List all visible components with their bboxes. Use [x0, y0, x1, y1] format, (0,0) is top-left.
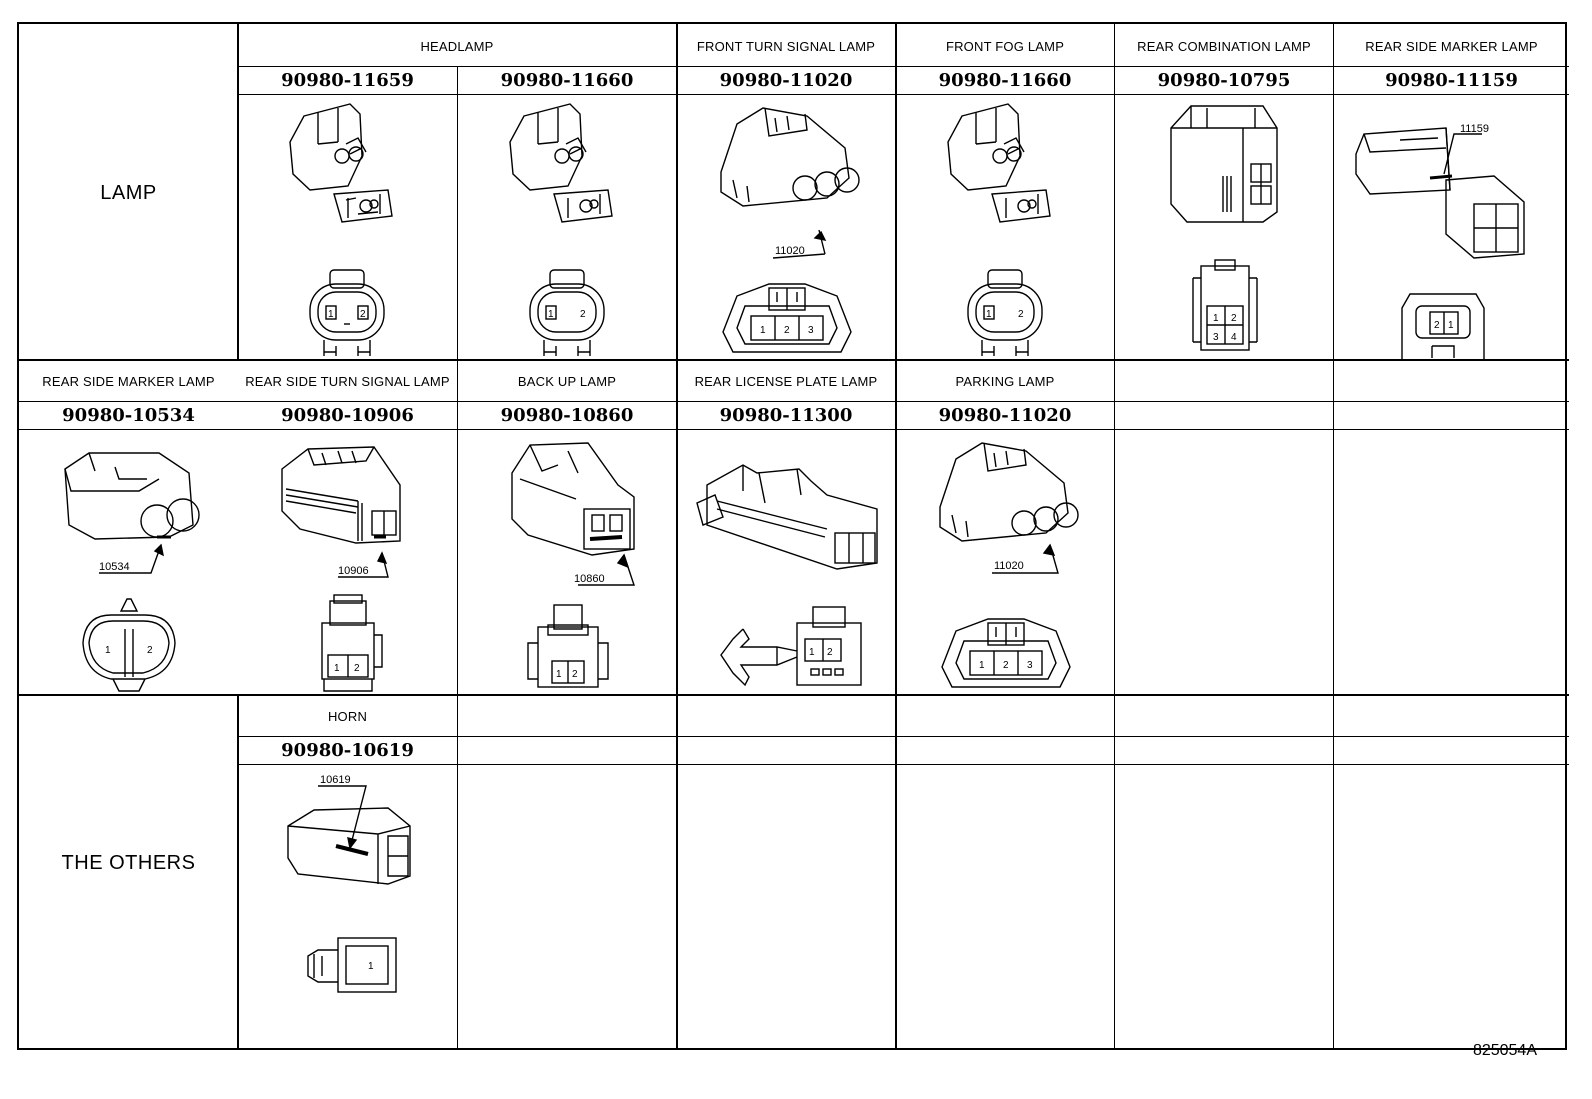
callout-label: 11020	[775, 245, 805, 257]
row3-part-divider	[238, 764, 1569, 765]
part-number: 90980-11159	[1385, 70, 1518, 91]
others-name-horn: HORN	[327, 709, 368, 724]
pin-label: 2	[1231, 313, 1237, 324]
pin-label: 2	[1003, 660, 1009, 671]
part-number: 90980-11020	[719, 70, 853, 91]
lamp-name-front-turn-signal: FRONT TURN SIGNAL LAMP	[696, 39, 876, 54]
pin-label: 4	[1231, 332, 1237, 343]
part-number: 90980-11659	[281, 70, 414, 91]
col-divider-4	[895, 24, 897, 1050]
row2-name-divider	[19, 401, 1569, 402]
lamp-name-rear-combination: REAR COMBINATION LAMP	[1137, 39, 1311, 54]
part-number: 90980-10860	[500, 405, 634, 426]
row2-part-divider	[19, 429, 1569, 430]
col-divider-3	[676, 24, 678, 1050]
pin-label: 2	[784, 325, 790, 336]
pin-label: 2	[1434, 320, 1440, 331]
callout-label: 11159	[1460, 123, 1489, 135]
col-divider-6	[1333, 24, 1334, 1050]
pin-label: 2	[827, 647, 833, 658]
pin-label: 1	[368, 961, 374, 972]
pin-label: 3	[1027, 660, 1033, 671]
pin-label: 2	[1018, 309, 1024, 320]
connector-chart-table: LAMP THE OTHERS HEADLAMP FRONT TURN SIGN…	[17, 22, 1569, 1050]
row3-name-divider	[238, 736, 1569, 737]
callout-label: 10860	[574, 573, 605, 585]
pin-label: 1	[548, 309, 554, 320]
part-number: 90980-11660	[938, 70, 1072, 91]
callout-label: 10619	[320, 774, 351, 786]
pin-label: 2	[360, 309, 366, 320]
pin-label: 2	[354, 663, 360, 674]
pin-label: 2	[572, 669, 578, 680]
pin-label: 1	[105, 645, 111, 656]
part-number: 90980-11300	[719, 405, 853, 426]
pin-label: 1	[760, 325, 766, 336]
callout-label: 11020	[994, 560, 1024, 572]
pin-label: 1	[809, 647, 815, 658]
category-divider-others	[237, 694, 239, 1050]
category-the-others: THE OTHERS	[61, 852, 196, 874]
lamp-name-back-up: BACK UP LAMP	[517, 374, 617, 389]
callout-label: 10906	[338, 565, 369, 577]
pin-label: 1	[979, 660, 985, 671]
col-divider-r1-headlamp	[457, 66, 458, 360]
col-divider-5	[1114, 24, 1115, 1050]
part-number: 90980-10619	[281, 740, 414, 761]
figure-id: 825054A	[1472, 1042, 1537, 1059]
category-divider-lamp	[237, 24, 239, 360]
lamp-name-rear-side-marker: REAR SIDE MARKER LAMP	[1365, 39, 1538, 54]
category-lamp: LAMP	[100, 182, 157, 204]
callout-label: 10534	[99, 561, 130, 573]
lamp-name-rear-side-turn-signal: REAR SIDE TURN SIGNAL LAMP	[245, 374, 450, 389]
row1-bottom-border	[19, 359, 1569, 361]
pin-label: 1	[556, 669, 562, 680]
lamp-name-headlamp: HEADLAMP	[420, 39, 494, 54]
part-number: 90980-11020	[938, 405, 1072, 426]
part-number: 90980-11660	[500, 70, 634, 91]
pin-label: 2	[580, 309, 586, 320]
pin-label: 1	[986, 309, 992, 320]
lamp-name-rear-side-marker: REAR SIDE MARKER LAMP	[42, 374, 215, 389]
row2-bottom-border	[19, 694, 1569, 696]
pin-label: 2	[147, 645, 153, 656]
pin-label: 3	[1213, 332, 1219, 343]
col-divider-r2-r3-col2	[457, 359, 458, 1050]
pin-label: 1	[328, 309, 334, 320]
part-number: 90980-10906	[281, 405, 414, 426]
lamp-name-rear-license-plate: REAR LICENSE PLATE LAMP	[694, 374, 878, 389]
pin-label: 1	[1213, 313, 1219, 324]
pin-label: 1	[334, 663, 340, 674]
lamp-name-front-fog: FRONT FOG LAMP	[945, 39, 1065, 54]
row1-name-divider	[238, 66, 1569, 67]
pin-label: 1	[1448, 320, 1454, 331]
part-number: 90980-10795	[1157, 70, 1291, 91]
part-number: 90980-10534	[62, 405, 195, 426]
pin-label: 3	[808, 325, 814, 336]
row1-part-divider	[238, 94, 1569, 95]
lamp-name-parking: PARKING LAMP	[955, 374, 1055, 389]
